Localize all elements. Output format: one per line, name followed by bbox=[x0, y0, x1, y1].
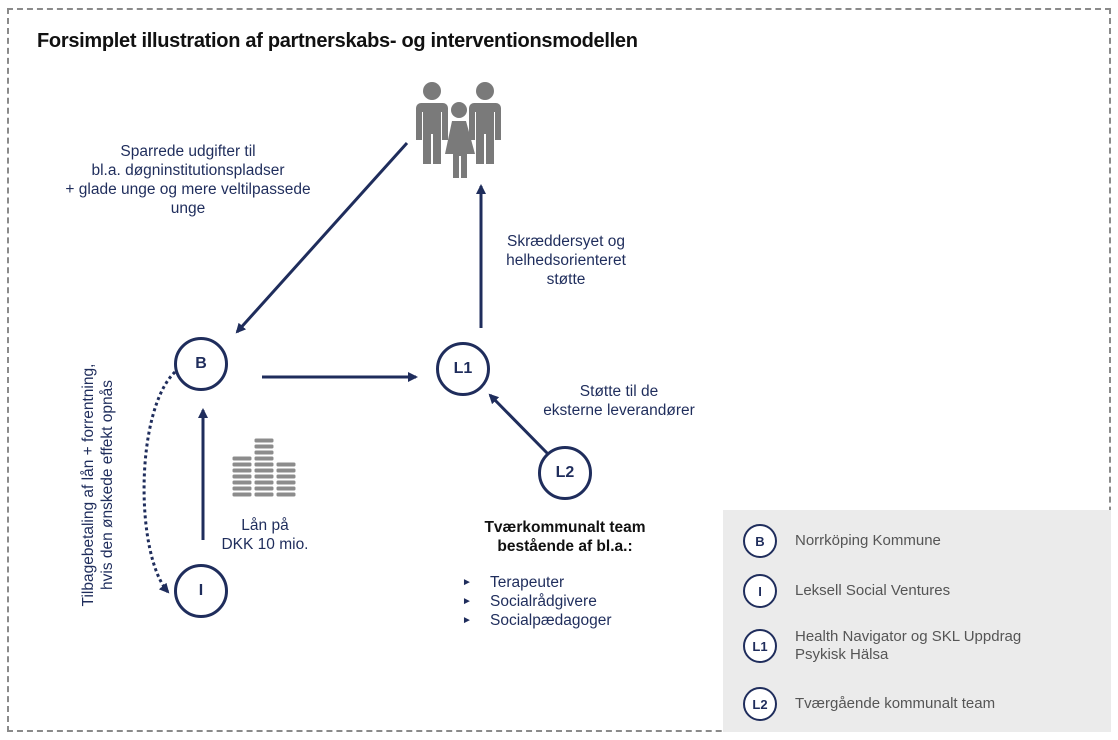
legend-item: B Norrköping Kommune bbox=[743, 524, 941, 558]
savings-label-line: + glade unge og mere veltilpassede bbox=[65, 181, 311, 198]
legend-item: L2 Tværgående kommunalt team bbox=[743, 687, 995, 721]
savings-label: Sparrede udgifter til bl.a. døgninstitut… bbox=[42, 142, 334, 218]
node-l1: L1 bbox=[436, 342, 490, 396]
legend-item: L1 Health Navigator og SKL Uppdrag Psyki… bbox=[743, 628, 1021, 664]
dashed-frame bbox=[7, 8, 1111, 732]
triangle-bullet-icon: ► bbox=[462, 577, 472, 588]
loan-label-line: DKK 10 mio. bbox=[221, 536, 309, 553]
team-member-list: ► Terapeuter ► Socialrådgivere ► Socialpæda… bbox=[462, 573, 612, 630]
team-title: Tværkommunalt team bestående af bl.a.: bbox=[465, 518, 665, 556]
diagram-title: Forsimplet illustration af partnerskabs-… bbox=[37, 30, 638, 52]
legend-text: Norrköping Kommune bbox=[795, 532, 941, 550]
family-icon bbox=[416, 82, 501, 178]
coin-stacks-icon bbox=[231, 437, 297, 498]
support-label-line: helhedsorienteret bbox=[506, 252, 626, 269]
loan-label-line: Lån på bbox=[241, 517, 289, 534]
savings-label-line: Sparrede udgifter til bbox=[120, 143, 256, 160]
repayment-label-line: Tilbagebetaling af lån + forrentning, bbox=[80, 363, 97, 607]
external-support-label-line: eksterne leverandører bbox=[543, 402, 695, 419]
node-b: B bbox=[174, 337, 228, 391]
legend-panel: B Norrköping Kommune I Leksell Social Ve… bbox=[723, 510, 1111, 732]
legend-item: I Leksell Social Ventures bbox=[743, 574, 950, 608]
team-title-line: Tværkommunalt team bbox=[484, 519, 646, 536]
legend-code-circle: L1 bbox=[743, 629, 777, 663]
team-member-label: Socialpædagoger bbox=[490, 612, 612, 629]
legend-code-circle: I bbox=[743, 574, 777, 608]
team-member-label: Socialrådgivere bbox=[490, 593, 597, 610]
loan-label: Lån på DKK 10 mio. bbox=[210, 516, 320, 554]
list-item: ► Socialrådgivere bbox=[462, 592, 612, 611]
external-support-label-line: Støtte til de bbox=[579, 383, 659, 400]
legend-text: Health Navigator og SKL Uppdrag Psykisk … bbox=[795, 628, 1021, 664]
repayment-label: Tilbagebetaling af lån + forrentning, hv… bbox=[79, 335, 117, 635]
external-support-label: Støtte til de eksterne leverandører bbox=[524, 382, 714, 420]
team-member-label: Terapeuter bbox=[490, 574, 565, 591]
repayment-label-line: hvis den ønskede effekt opnås bbox=[99, 380, 116, 590]
node-i: I bbox=[174, 564, 228, 618]
support-label-line: støtte bbox=[546, 271, 586, 288]
arrow-b-to-i-dotted bbox=[142, 370, 177, 594]
savings-label-line: unge bbox=[170, 200, 206, 217]
arrow-l2-to-l1 bbox=[488, 393, 550, 456]
support-label: Skræddersyet og helhedsorienteret støtte bbox=[486, 232, 646, 289]
triangle-bullet-icon: ► bbox=[462, 596, 472, 607]
legend-text: Leksell Social Ventures bbox=[795, 582, 950, 600]
savings-label-line: bl.a. døgninstitutionspladser bbox=[91, 162, 285, 179]
team-title-line: bestående af bl.a.: bbox=[497, 538, 633, 555]
legend-text-line: Psykisk Hälsa bbox=[795, 646, 889, 663]
legend-text-line: Health Navigator og SKL Uppdrag bbox=[795, 628, 1022, 645]
legend-text-line: Tværgående kommunalt team bbox=[795, 695, 996, 712]
arrow-family-to-b bbox=[235, 141, 409, 334]
list-item: ► Terapeuter bbox=[462, 573, 612, 592]
triangle-bullet-icon: ► bbox=[462, 615, 472, 626]
support-label-line: Skræddersyet og bbox=[506, 233, 626, 250]
legend-text: Tværgående kommunalt team bbox=[795, 695, 995, 713]
legend-text-line: Leksell Social Ventures bbox=[795, 582, 951, 599]
node-l2: L2 bbox=[538, 446, 592, 500]
legend-code-circle: L2 bbox=[743, 687, 777, 721]
legend-text-line: Norrköping Kommune bbox=[795, 532, 941, 549]
legend-code-circle: B bbox=[743, 524, 777, 558]
list-item: ► Socialpædagoger bbox=[462, 611, 612, 630]
